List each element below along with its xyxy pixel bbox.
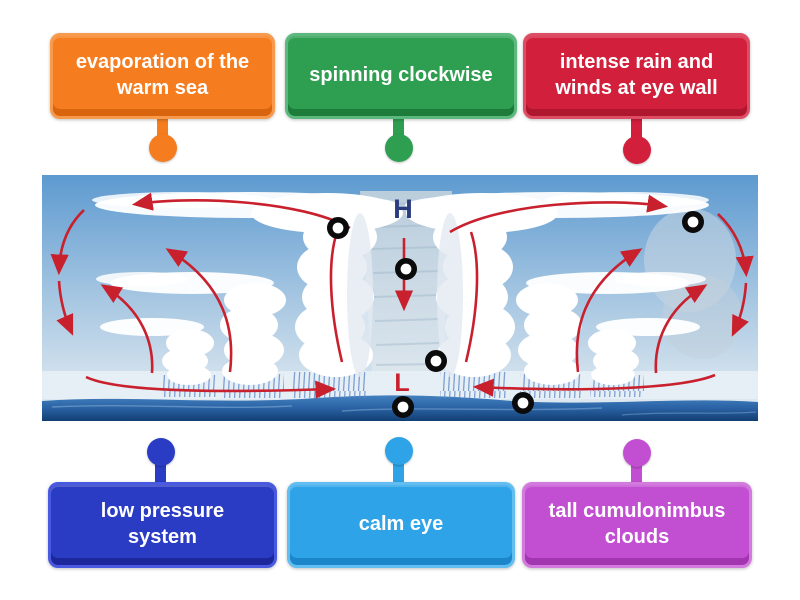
label-stem bbox=[155, 458, 166, 484]
label-knob bbox=[147, 438, 175, 466]
label-knob bbox=[623, 439, 651, 467]
label-tall-cumulonimbus-clouds[interactable]: tall cumulonimbus clouds bbox=[522, 482, 752, 568]
drop-target-marker[interactable] bbox=[511, 392, 534, 415]
label-stem bbox=[157, 116, 168, 142]
hurricane-diagram: H L bbox=[42, 175, 758, 421]
label-knob bbox=[385, 437, 413, 465]
drop-target-marker[interactable] bbox=[681, 210, 704, 233]
label-evaporation-warm-sea[interactable]: evaporation of the warm sea bbox=[50, 33, 275, 119]
label-spinning-clockwise[interactable]: spinning clockwise bbox=[285, 33, 517, 119]
drop-target-marker[interactable] bbox=[326, 216, 349, 239]
label-stem bbox=[393, 116, 404, 142]
drop-target-marker[interactable] bbox=[391, 396, 414, 419]
label-stem bbox=[631, 459, 642, 484]
label-knob bbox=[623, 136, 651, 164]
label-intense-rain-eye-wall[interactable]: intense rain and winds at eye wall bbox=[523, 33, 750, 119]
label-stem bbox=[631, 116, 642, 144]
answer-markers bbox=[326, 210, 704, 419]
low-pressure-letter: L bbox=[394, 369, 409, 397]
drop-target-marker[interactable] bbox=[424, 350, 447, 373]
drop-target-marker[interactable] bbox=[394, 258, 417, 281]
label-knob bbox=[149, 134, 177, 162]
label-knob bbox=[385, 134, 413, 162]
hurricane-illustration: H L bbox=[42, 175, 758, 421]
label-stem bbox=[393, 457, 404, 484]
label-low-pressure-system[interactable]: low pressure system bbox=[48, 482, 277, 568]
high-pressure-letter: H bbox=[393, 194, 413, 224]
label-calm-eye[interactable]: calm eye bbox=[287, 482, 515, 568]
